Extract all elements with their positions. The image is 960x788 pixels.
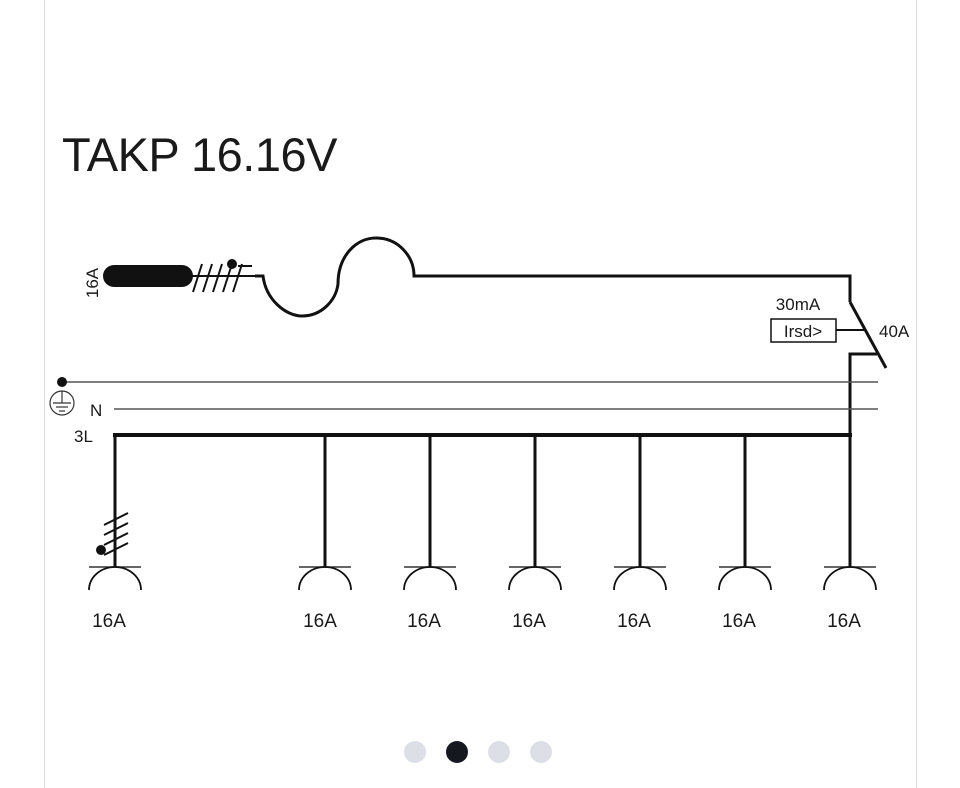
outlet-5: 16A bbox=[613, 435, 667, 632]
socket-symbol bbox=[298, 566, 352, 591]
plug-body bbox=[103, 265, 193, 287]
neutral-label: N bbox=[90, 401, 102, 420]
neutral-bus: N bbox=[90, 401, 878, 420]
outlet-label: 16A bbox=[407, 611, 441, 632]
outlet-1: 16A bbox=[88, 435, 142, 632]
rcd-current-label: 30mA bbox=[776, 295, 821, 314]
plug-rating-label: 16A bbox=[83, 267, 102, 298]
outlet-label: 16A bbox=[617, 611, 651, 632]
pagination-dot-3[interactable] bbox=[488, 741, 510, 763]
outlet-4: 16A bbox=[508, 435, 562, 632]
socket-symbol bbox=[403, 566, 457, 591]
pagination-dot-2[interactable] bbox=[446, 741, 468, 763]
supply-cable bbox=[255, 236, 852, 318]
breaker-switch bbox=[848, 301, 888, 369]
outlet-label: 16A bbox=[512, 611, 546, 632]
outlet-6: 16A bbox=[718, 435, 772, 632]
breaker-rating-label: 40A bbox=[879, 322, 910, 341]
outlet-7: 16A bbox=[823, 435, 877, 632]
plug-earth-dot bbox=[227, 259, 237, 269]
ground-icon bbox=[49, 390, 75, 416]
pagination-dot-1[interactable] bbox=[404, 741, 426, 763]
rcd-box-label: Irsd> bbox=[784, 322, 822, 341]
outlet-2: 16A bbox=[298, 435, 352, 632]
outlet-label: 16A bbox=[303, 611, 337, 632]
breaker-output-line bbox=[848, 352, 877, 436]
diagram-title: TAKP 16.16V bbox=[62, 128, 337, 181]
content-card bbox=[44, 0, 917, 788]
rcd-breaker: Irsd> 30mA 40A bbox=[770, 295, 910, 436]
phase-label: 3L bbox=[74, 427, 93, 446]
outlet-label: 16A bbox=[92, 611, 126, 632]
pagination-dot-4[interactable] bbox=[530, 741, 552, 763]
socket-symbol bbox=[88, 566, 142, 591]
earth-terminal-dot bbox=[57, 377, 67, 387]
carousel-pagination bbox=[404, 740, 552, 764]
outlet-label: 16A bbox=[827, 611, 861, 632]
rcd-box bbox=[770, 318, 837, 343]
socket-symbol bbox=[508, 566, 562, 591]
outlet-label: 16A bbox=[722, 611, 756, 632]
phase-bus: 3L bbox=[74, 427, 852, 446]
three-phase-marking bbox=[103, 512, 129, 556]
socket-symbol bbox=[613, 566, 667, 591]
socket-symbol bbox=[823, 566, 877, 591]
earth-bus bbox=[49, 377, 878, 416]
socket-symbol bbox=[718, 566, 772, 591]
outlet-3: 16A bbox=[403, 435, 457, 632]
plug-conductor-ticks bbox=[192, 263, 255, 293]
outlet-1-dot bbox=[96, 545, 106, 555]
input-plug: 16A bbox=[83, 259, 255, 298]
